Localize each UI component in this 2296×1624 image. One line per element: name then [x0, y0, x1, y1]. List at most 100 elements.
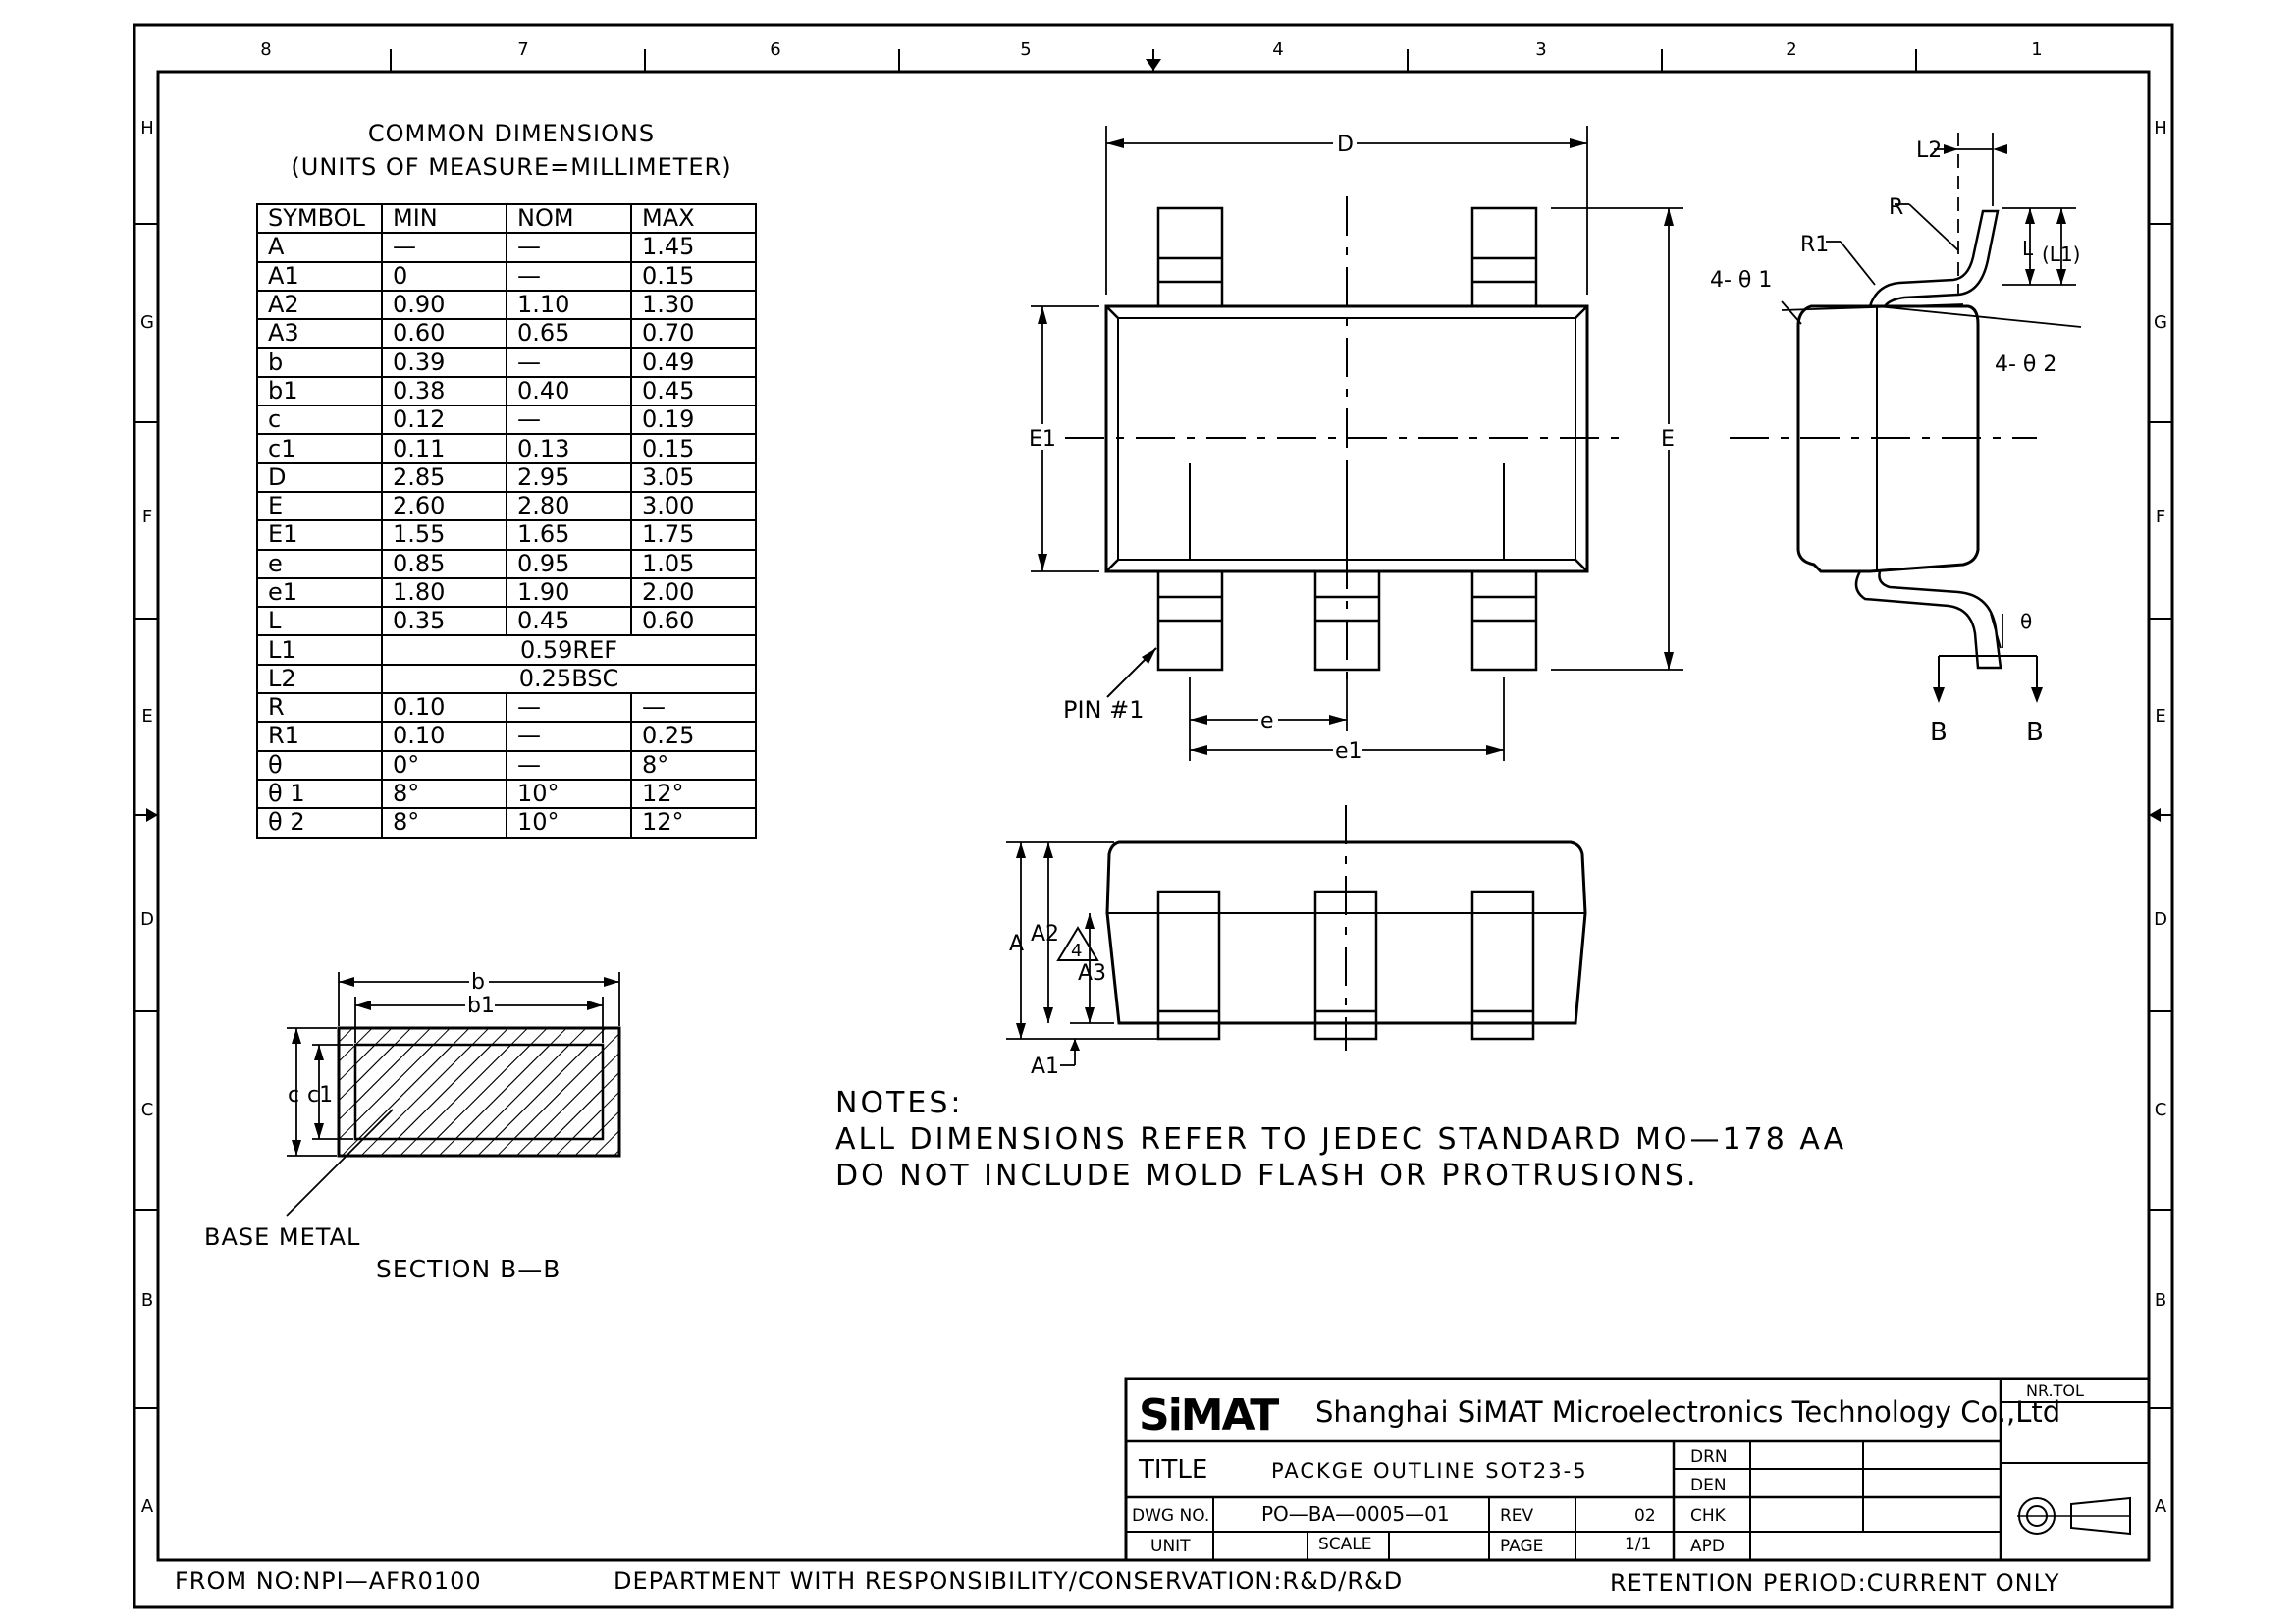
table-cell: b1	[256, 375, 383, 407]
drn-label: DRN	[1690, 1447, 1728, 1467]
chk-label: CHK	[1690, 1506, 1727, 1526]
dim-R-label: R	[1889, 195, 1903, 220]
table-cell: 3.00	[630, 490, 757, 522]
table-cell: 0.13	[506, 433, 632, 464]
table-title-line1: COMMON DIMENSIONS	[367, 120, 656, 147]
table-cell: L1	[256, 634, 383, 666]
zone-label: 5	[1020, 39, 1031, 60]
table-cell: 1.55	[381, 519, 507, 551]
table-cell: 0.40	[506, 375, 632, 407]
dim-A2-label: A2	[1031, 922, 1059, 947]
table-cell: A2	[256, 289, 383, 321]
dim-R1-label: R1	[1800, 233, 1829, 257]
table-cell: θ 2	[256, 807, 383, 839]
table-cell: 0.10	[381, 692, 507, 724]
footer-retention: RETENTION PERIOD:CURRENT ONLY	[1610, 1569, 2059, 1597]
table-cell: 0.25BSC	[381, 663, 757, 695]
dim-A1-label: A1	[1031, 1055, 1059, 1079]
triangle-note-label: 4	[1071, 941, 1082, 961]
column-header: NOM	[506, 202, 632, 235]
table-cell: 1.10	[506, 289, 632, 321]
zone-label: B	[2155, 1290, 2166, 1311]
zone-label: C	[141, 1100, 154, 1120]
table-cell: 2.60	[381, 490, 507, 522]
zone-label: G	[140, 312, 154, 333]
table-cell: 1.65	[506, 519, 632, 551]
table-cell: —	[506, 232, 632, 263]
table-cell: —	[506, 347, 632, 378]
page-value: 1/1	[1625, 1535, 1651, 1554]
nr-tol-label: NR.TOL	[2026, 1381, 2084, 1400]
table-cell: 0.38	[381, 375, 507, 407]
zone-label: A	[141, 1496, 154, 1517]
left-center-arrow	[146, 808, 158, 822]
table-cell: 12°	[630, 807, 757, 839]
top-center-arrow	[1146, 59, 1161, 71]
dim-L-label: L	[2022, 237, 2034, 260]
table-cell: —	[506, 405, 632, 436]
table-cell: A1	[256, 260, 383, 292]
notes-title: NOTES:	[835, 1086, 964, 1120]
dim-L1-label: (L1)	[2042, 243, 2080, 266]
rev-value: 02	[1634, 1506, 1656, 1526]
apd-label: APD	[1690, 1537, 1725, 1556]
table-cell: 0.19	[630, 405, 757, 436]
dim-L2-label: L2	[1916, 138, 1942, 163]
table-cell: 0	[381, 260, 507, 292]
dwg-no-value: PO—BA—0005—01	[1261, 1502, 1450, 1526]
table-cell: 8°	[381, 778, 507, 810]
section-bb: b b1 c c1	[286, 970, 621, 1217]
table-cell: 0.95	[506, 548, 632, 579]
table-cell: 0.12	[381, 405, 507, 436]
table-cell: 12°	[630, 778, 757, 810]
dim-A3-label: A3	[1078, 961, 1106, 986]
scale-label: SCALE	[1318, 1535, 1372, 1554]
zone-label: B	[141, 1290, 153, 1311]
table-cell: —	[630, 692, 757, 724]
zone-label: 2	[1786, 39, 1796, 60]
zone-label: 1	[2031, 39, 2042, 60]
dim-e-label: e	[1260, 709, 1274, 733]
table-cell: A	[256, 232, 383, 263]
table-title: COMMON DIMENSIONS (UNITS OF MEASURE=MILL…	[256, 120, 767, 181]
right-center-arrow	[2149, 808, 2161, 822]
top-view	[1031, 126, 1683, 761]
zone-label: D	[140, 909, 154, 930]
table-title-line2: (UNITS OF MEASURE=MILLIMETER)	[291, 153, 732, 181]
notes-line-2: DO NOT INCLUDE MOLD FLASH OR PROTRUSIONS…	[835, 1159, 1699, 1193]
zone-label: 8	[260, 39, 271, 60]
table-cell: e1	[256, 576, 383, 609]
column-header: SYMBOL	[256, 202, 383, 235]
table-cell: 0.59REF	[381, 634, 757, 666]
table-cell: 10°	[506, 778, 632, 810]
table-cell: L2	[256, 663, 383, 695]
table-cell: 10°	[506, 807, 632, 839]
zone-label: E	[2155, 706, 2165, 727]
rev-label: REV	[1500, 1506, 1534, 1526]
table-cell: 2.00	[630, 576, 757, 609]
front-view-arrows	[1016, 842, 1095, 1051]
pin1-label: PIN #1	[1063, 696, 1145, 724]
zone-label: F	[142, 507, 152, 527]
dwg-no-label: DWG NO.	[1132, 1506, 1209, 1526]
title-value: PACKGE OUTLINE SOT23-5	[1271, 1459, 1588, 1483]
footer: FROM NO:NPI—AFR0100 DEPARTMENT WITH RESP…	[175, 1567, 2059, 1597]
table-cell: 0.65	[506, 318, 632, 350]
table-cell: 0.60	[381, 318, 507, 350]
table-cell: 0.10	[381, 721, 507, 752]
table-cell: 0.45	[630, 375, 757, 407]
table-cell: e	[256, 548, 383, 579]
table-cell: D	[256, 461, 383, 493]
table-cell: 1.45	[630, 232, 757, 263]
table-cell: 1.30	[630, 289, 757, 321]
table-row: A——1.45	[256, 232, 757, 263]
side-view-arrows	[1933, 144, 2066, 703]
